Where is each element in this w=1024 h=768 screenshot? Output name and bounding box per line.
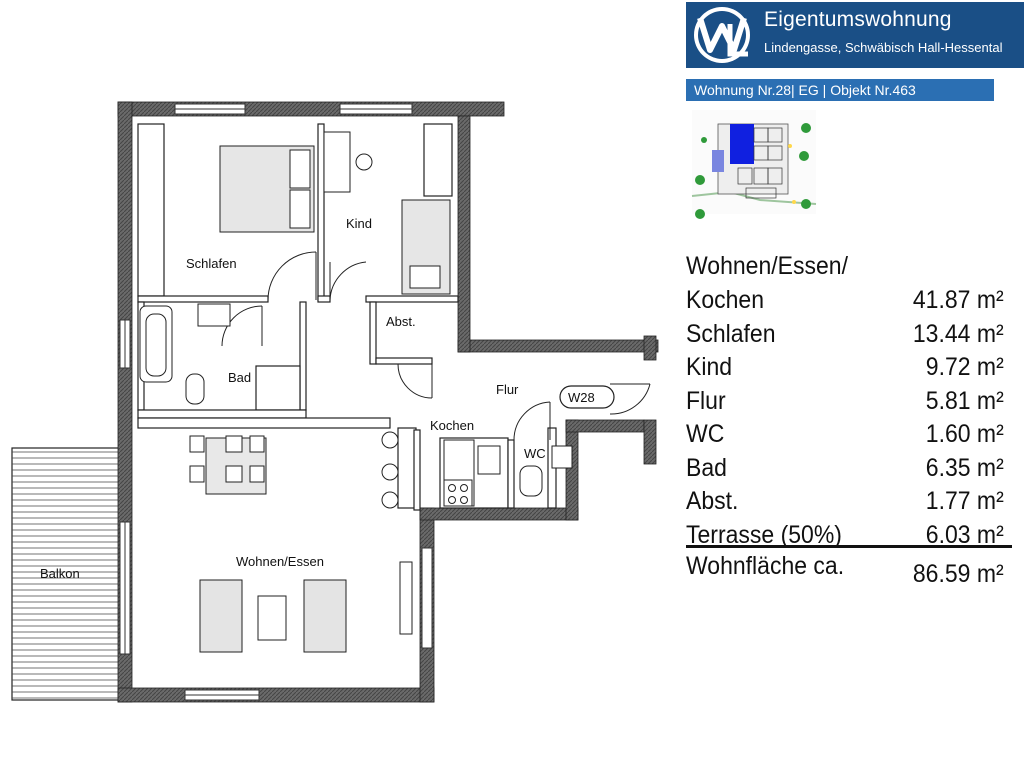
unit-tag: W28 [559, 385, 615, 409]
room-label-wc: WC [524, 446, 546, 461]
area-total-value: 86.59 m² [913, 560, 1004, 588]
total-divider [686, 545, 1012, 548]
unit-info-bar: Wohnung Nr.28| EG | Objekt Nr.463 [686, 79, 994, 101]
kitchen-fixtures [381, 431, 501, 509]
area-total-label: Wohnfläche ca. [686, 552, 845, 580]
living-furniture [189, 435, 413, 653]
room-label-abst: Abst. [386, 314, 416, 329]
area-row: Abst.1.77 m² [686, 487, 1004, 515]
room-label-wohnen-essen: Wohnen/Essen [236, 554, 324, 569]
bedroom-furniture [219, 131, 451, 295]
room-label-bad: Bad [228, 370, 251, 385]
windows [119, 103, 433, 701]
room-label-flur: Flur [496, 382, 519, 397]
area-table-heading: Wohnen/Essen/ [686, 252, 848, 280]
area-row: Terrasse (50%)6.03 m² [686, 520, 1004, 549]
site-plan-thumbnail [691, 110, 817, 219]
area-total-row: Wohnfläche ca. 86.59 m² [686, 549, 1010, 588]
door-swings [221, 251, 651, 441]
bathroom-fixtures [139, 303, 573, 497]
svg-text:W28: W28 [568, 390, 595, 405]
room-label-kochen: Kochen [430, 418, 474, 433]
room-label-balkon: Balkon [40, 566, 80, 581]
balcony [11, 447, 123, 701]
header-subtitle: Lindengasse, Schwäbisch Hall-Hessental [764, 40, 1003, 55]
header-title: Eigentumswohnung [764, 8, 952, 31]
room-label-schlafen: Schlafen [186, 256, 237, 271]
wl-logo-icon [694, 7, 750, 63]
room-label-kind: Kind [346, 216, 372, 231]
